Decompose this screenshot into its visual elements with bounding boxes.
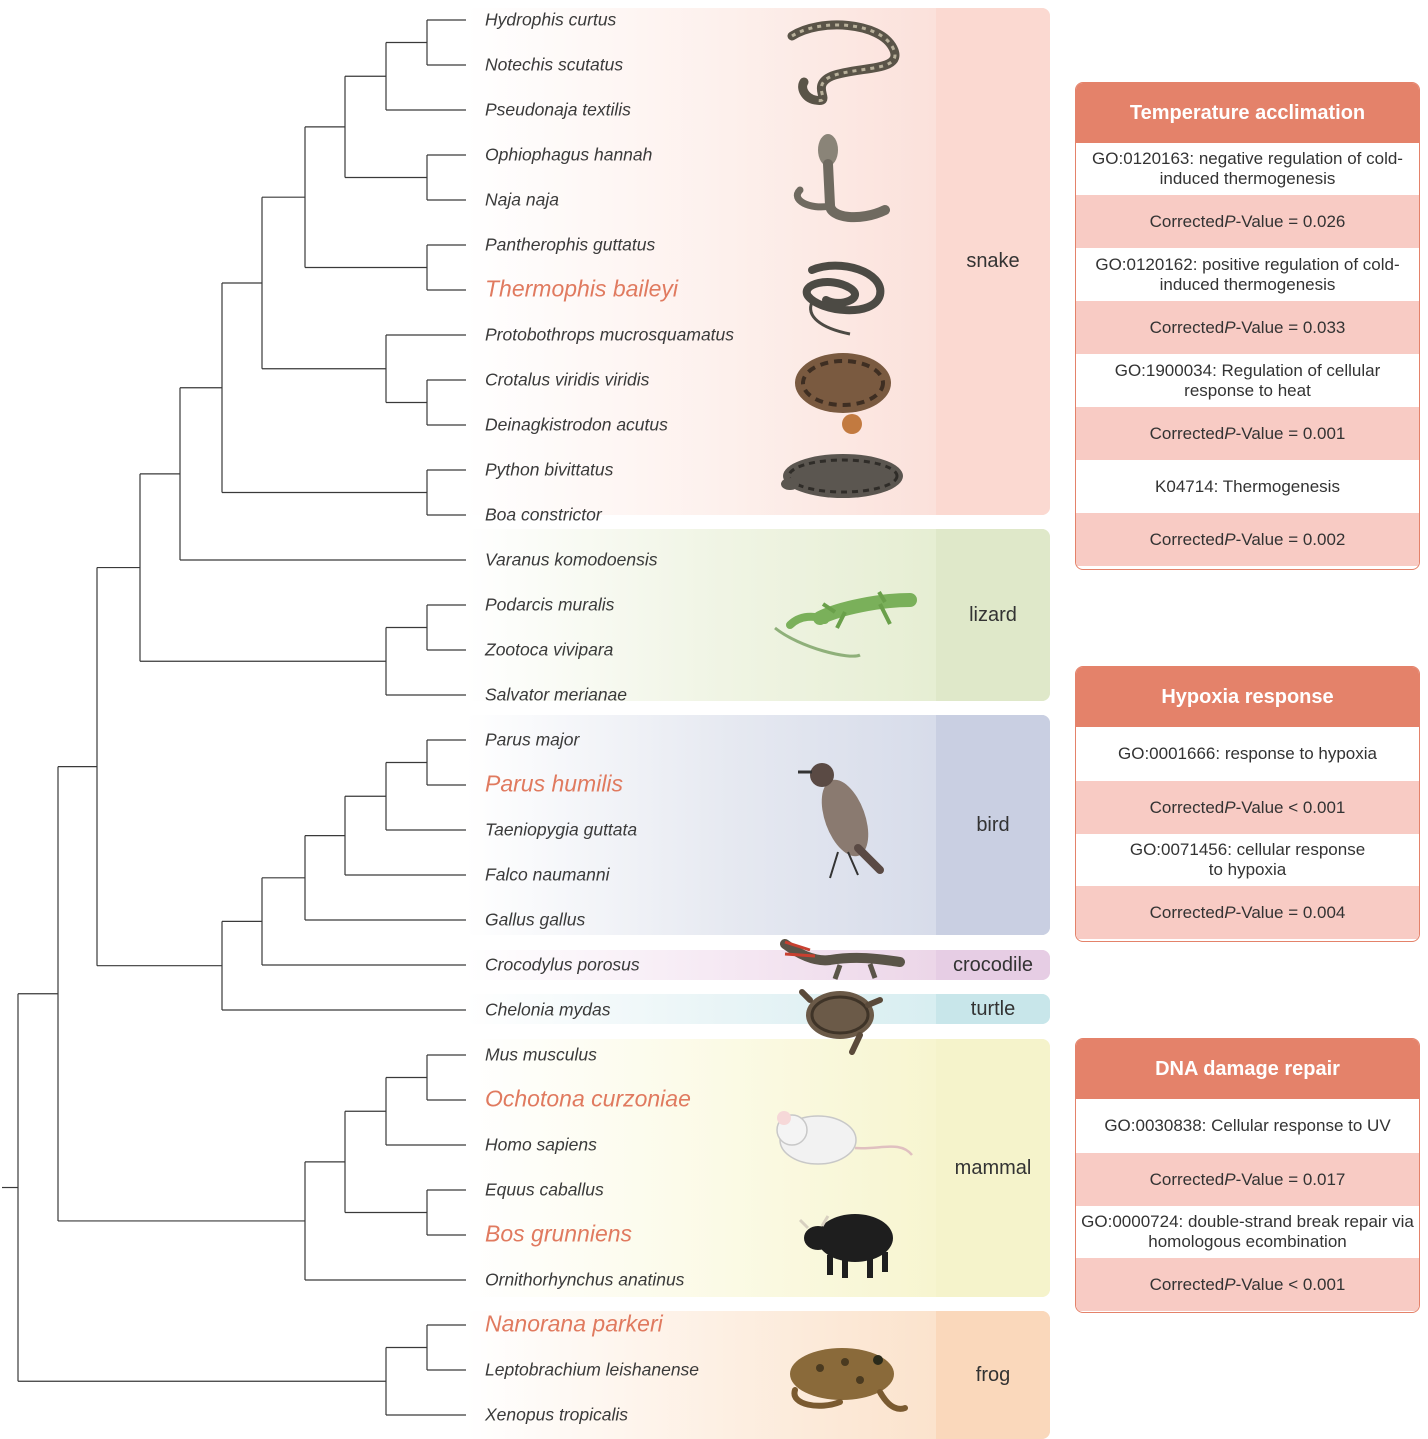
species-label: Notechis scutatus [485,55,623,76]
species-label: Falco naumanni [485,865,610,886]
species-label: Hydrophis curtus [485,10,616,31]
term-row: GO:0030838: Cellular response to UV [1076,1099,1419,1153]
species-label: Chelonia mydas [485,1000,610,1021]
cobra-icon [797,134,885,217]
mouse-icon [777,1111,912,1164]
pvalue-row: Corrected P-Value = 0.004 [1076,886,1419,939]
pvalue-row: Corrected P-Value = 0.026 [1076,195,1419,248]
species-label: Xenopus tropicalis [485,1405,628,1426]
species-label: Zootoca vivipara [485,640,613,661]
species-label: Parus major [485,730,579,751]
python-icon [781,454,903,498]
yak-icon [800,1214,893,1278]
species-label: Crocodylus porosus [485,955,640,976]
species-label: Boa constrictor [485,505,602,526]
species-label: Taeniopygia guttata [485,820,637,841]
panel-temperature-acclimation: Temperature acclimation GO:0120163: nega… [1075,82,1420,570]
species-label: Ophiophagus hannah [485,145,652,166]
species-label: Python bivittatus [485,460,613,481]
sea-snake-icon [792,25,895,101]
species-label: Parus humilis [485,771,623,798]
pvalue-row: Corrected P-Value < 0.001 [1076,1258,1419,1311]
pvalue-row: Corrected P-Value = 0.002 [1076,513,1419,566]
species-label: Ochotona curzoniae [485,1086,691,1113]
species-label: Gallus gallus [485,910,585,931]
species-label: Equus caballus [485,1180,604,1201]
turtle-icon [802,991,880,1052]
species-label: Salvator merianae [485,685,627,706]
frog-icon [790,1348,905,1409]
species-label: Bos grunniens [485,1221,632,1248]
species-label: Pseudonaja textilis [485,100,631,121]
term-row: GO:0001666: response to hypoxia [1076,727,1419,781]
crocodile-icon [785,942,900,979]
species-label: Naja naja [485,190,559,211]
panel-title: Temperature acclimation [1076,83,1419,143]
species-label: Mus musculus [485,1045,597,1066]
pvalue-row: Corrected P-Value = 0.017 [1076,1153,1419,1206]
term-row: GO:0120163: negative regulation of cold-… [1076,143,1419,195]
term-row: K04714: Thermogenesis [1076,460,1419,513]
panel-dna-damage-repair: DNA damage repair GO:0030838: Cellular r… [1075,1038,1420,1313]
viper-icon [795,353,891,434]
pvalue-row: Corrected P-Value = 0.001 [1076,407,1419,460]
species-label: Thermophis baileyi [485,276,678,303]
panel-hypoxia-response: Hypoxia response GO:0001666: response to… [1075,666,1420,942]
species-label: Nanorana parkeri [485,1311,663,1338]
species-label: Varanus komodoensis [485,550,658,571]
species-label: Leptobrachium leishanense [485,1360,699,1381]
species-label: Podarcis muralis [485,595,614,616]
pvalue-row: Corrected P-Value = 0.033 [1076,301,1419,354]
pvalue-row: Corrected P-Value < 0.001 [1076,781,1419,834]
term-row: GO:0071456: cellular response to hypoxia [1076,834,1419,886]
panel-title: Hypoxia response [1076,667,1419,727]
species-label: Crotalus viridis viridis [485,370,649,391]
species-label: Homo sapiens [485,1135,597,1156]
bird-icon [798,763,880,878]
panel-title: DNA damage repair [1076,1039,1419,1099]
species-label: Deinagkistrodon acutus [485,415,668,436]
lizard-icon [775,592,910,656]
species-label: Ornithorhynchus anatinus [485,1270,684,1291]
species-label: Pantherophis guttatus [485,235,655,256]
term-row: GO:1900034: Regulation of cellular respo… [1076,354,1419,407]
rat-snake-icon [807,266,881,334]
term-row: GO:0120162: positive regulation of cold-… [1076,248,1419,301]
species-label: Protobothrops mucrosquamatus [485,325,734,346]
term-row: GO:0000724: double-strand break repair v… [1076,1206,1419,1258]
